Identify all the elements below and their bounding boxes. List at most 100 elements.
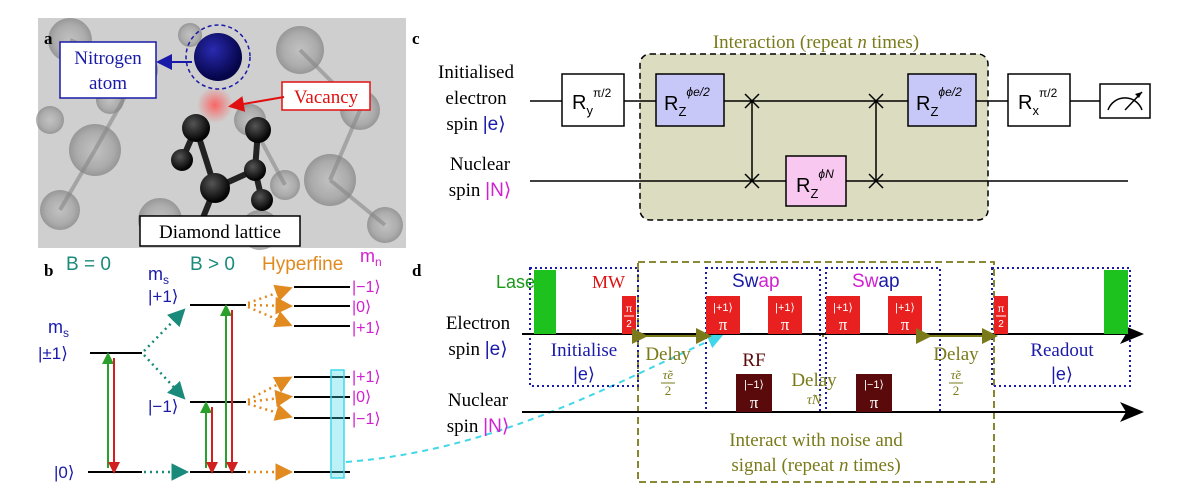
vacancy-glow	[197, 87, 233, 123]
c-nuclear-line1: Nuclear	[450, 154, 511, 175]
hyperfine-label: Hyperfine	[262, 254, 343, 275]
hf-upper-0: |−1⟩	[352, 279, 381, 296]
gate-rz-electron-1: RZϕe/2	[655, 73, 725, 127]
panel-d-label: d	[412, 261, 422, 280]
nitrogen-label-box	[59, 41, 157, 99]
svg-text:π: π	[750, 393, 759, 412]
level-0-label: |0⟩	[54, 463, 75, 482]
delay-right-num: τ̃e	[951, 367, 962, 382]
laser-label: Laser	[496, 272, 541, 292]
delay-mid-label: Delay	[791, 370, 837, 391]
rf-pi-pulse-2: |−1⟩ π	[856, 374, 892, 412]
readout-label: Readout	[1030, 340, 1094, 361]
panel-c: c Interaction (repeat n times) Initialis…	[412, 29, 1151, 221]
pi-half-pulse-2: π 2	[994, 296, 1008, 334]
interact-line1: Interact with noise and	[729, 430, 903, 451]
svg-text:|+1⟩: |+1⟩	[895, 302, 915, 314]
svg-text:π: π	[626, 304, 633, 315]
c-nuclear-line2: spin |N⟩	[449, 180, 512, 201]
svg-text:π: π	[839, 315, 848, 334]
svg-text:|−1⟩: |−1⟩	[864, 379, 884, 391]
gate-ry: Ryπ/2	[561, 73, 625, 127]
panel-a: a Nitrogen atom Vacancy Diamond lattice	[36, 18, 406, 250]
initialise-ket: |e⟩	[573, 364, 595, 384]
panel-d: d Electron spin |e⟩ Nuclear spin |N⟩ Las…	[412, 261, 1144, 483]
laser-pulse-readout	[1104, 270, 1128, 334]
swap-label-2: Swap	[852, 271, 900, 292]
hf-upper-2: |+1⟩	[352, 320, 381, 337]
laser-pulse-init	[534, 270, 556, 334]
mw-pi-pulse-4: |+1⟩ π	[888, 296, 922, 334]
mn-label: mn	[360, 246, 382, 269]
svg-text:2: 2	[998, 319, 1004, 330]
svg-text:π: π	[781, 315, 790, 334]
mw-pi-pulse-3: |+1⟩ π	[826, 296, 860, 334]
transitions	[102, 292, 333, 474]
rf-label: RF	[742, 350, 765, 371]
svg-text:RZϕe/2: RZϕe/2	[916, 85, 962, 119]
hyperfine-splitting	[247, 284, 293, 481]
hf-upper-1: |0⟩	[352, 299, 371, 316]
vacancy-label: Vacancy	[294, 87, 359, 108]
svg-text:π: π	[998, 304, 1005, 315]
d-nuclear-line1: Nuclear	[448, 390, 509, 411]
c-electron-line2: electron	[445, 88, 507, 109]
vacancy-label-box	[281, 81, 371, 111]
svg-text:Rxπ/2: Rxπ/2	[1018, 86, 1058, 118]
zeeman-splitting	[143, 308, 189, 481]
lattice-label: Diamond lattice	[159, 222, 281, 243]
svg-text:RZϕN: RZϕN	[796, 167, 834, 201]
delay-mid-value: τ̃N	[807, 393, 822, 408]
delay-right-den: 2	[953, 383, 960, 398]
readout-ket: |e⟩	[1051, 364, 1073, 384]
hf-lower-1: |0⟩	[352, 389, 371, 406]
vacancy-arrow	[228, 96, 285, 112]
svg-text:π: π	[719, 315, 728, 334]
measurement-icon	[1099, 83, 1151, 119]
mw-label: MW	[592, 272, 625, 292]
swap-label-1: Swap	[732, 271, 780, 292]
svg-text:Ryπ/2: Ryπ/2	[572, 86, 612, 118]
initialise-box	[529, 267, 639, 387]
ms-left-label: ms	[48, 317, 69, 340]
initialise-label: Initialise	[551, 340, 617, 361]
svg-text:|+1⟩: |+1⟩	[713, 302, 733, 314]
delay-left-num: τ̃e	[663, 367, 674, 382]
nitrogen-label-line1: Nitrogen	[74, 48, 142, 69]
svg-text:π: π	[870, 393, 879, 412]
svg-text:RZϕe/2: RZϕe/2	[664, 85, 710, 119]
interaction-region	[639, 53, 989, 221]
nitrogen-halo	[185, 24, 251, 90]
delay-right-label: Delay	[933, 344, 979, 365]
hf-lower-0: |+1⟩	[352, 369, 381, 386]
c-electron-line3: spin |e⟩	[446, 114, 505, 135]
b-pos-label: B > 0	[190, 254, 235, 275]
svg-text:|+1⟩: |+1⟩	[775, 302, 795, 314]
delay-left-label: Delay	[645, 344, 691, 365]
c-electron-line1: Initialised	[438, 62, 514, 83]
panel-b: b B = 0 B > 0 Hyperfine ms ms mn |±1⟩ |0…	[38, 246, 724, 482]
lattice-label-box	[139, 215, 301, 247]
svg-text:|+1⟩: |+1⟩	[833, 302, 853, 314]
selected-transition-highlight	[330, 369, 345, 479]
energy-levels	[88, 286, 350, 473]
panel-a-label: a	[44, 29, 53, 48]
level-pm1-label: |±1⟩	[38, 344, 68, 363]
pi-half-pulse-1: π 2	[622, 296, 636, 334]
d-electron-line2: spin |e⟩	[448, 339, 507, 360]
ms-mid-label: ms	[148, 264, 169, 287]
panel-c-label: c	[412, 29, 420, 48]
d-nuclear-line2: spin |N⟩	[447, 416, 510, 437]
b-zero-label: B = 0	[66, 254, 111, 275]
gate-rz-electron-2: RZϕe/2	[907, 73, 977, 127]
level-m1-label: |−1⟩	[148, 397, 178, 416]
svg-text:|−1⟩: |−1⟩	[744, 379, 764, 391]
hf-lower-2: |−1⟩	[352, 411, 381, 428]
delay-left-den: 2	[665, 383, 672, 398]
swap-gate-2	[868, 93, 884, 189]
panel-b-label: b	[44, 261, 53, 280]
nitrogen-label-line2: atom	[89, 73, 127, 94]
gate-rz-nuclear: RZϕN	[785, 155, 847, 207]
swap-link-arrow	[345, 333, 724, 463]
